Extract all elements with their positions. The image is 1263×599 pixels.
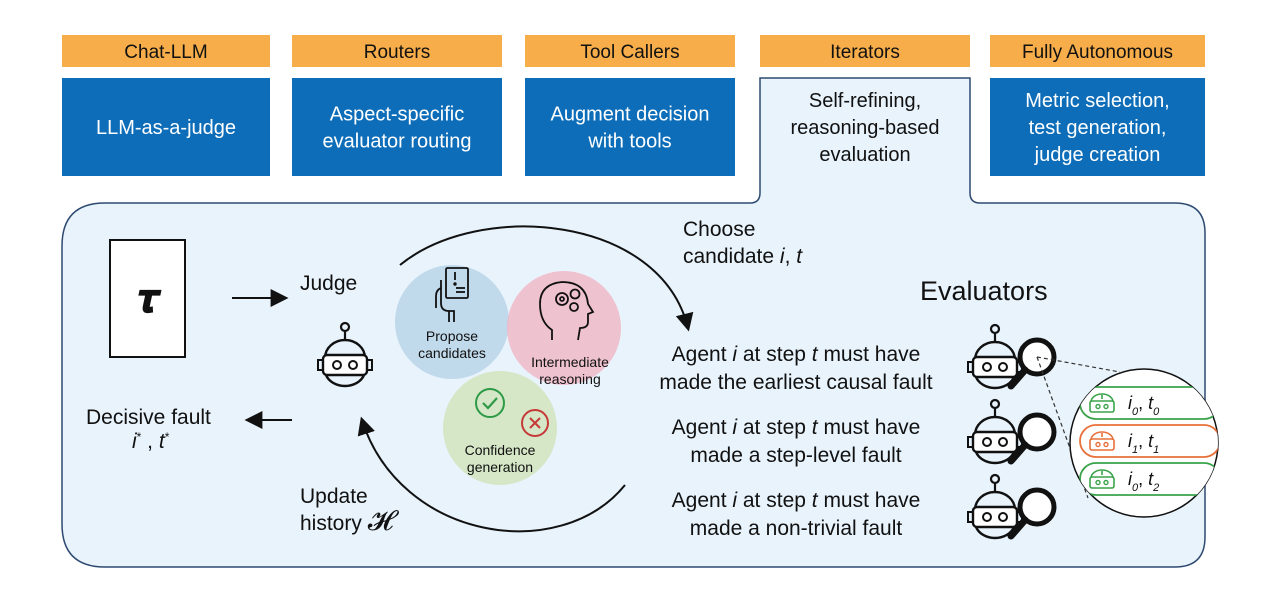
c3-p2: at step [737,489,812,512]
stage-body-fully-autonomous [990,78,1205,176]
cross-circle-icon [521,409,549,437]
c3-p1: Agent [672,489,733,512]
evaluator-3 [966,473,1057,540]
stage-body-chat-llm [62,78,270,176]
history-zoom: i0, t0 i1, t1 i0, t2 [1069,368,1219,518]
evaluators-title: Evaluators [920,276,1048,306]
magnifier-icon [1017,412,1057,452]
c3-i: i [732,489,738,512]
stage-header-chat-llm [62,35,270,67]
choose-line-2: candidate i, t [683,245,803,268]
stage-body-line-chat-llm-1: LLM-as-a-judge [96,117,236,139]
iterators-line-1: Self-refining, [809,90,921,112]
tau-symbol: 𝝉 [136,277,162,321]
evaluator-2 [966,398,1057,465]
c1-i: i [732,343,738,366]
stage-columns: Chat-LLM LLM-as-a-judge RoutersAspect-spec… [62,35,1205,176]
c2-t: t [812,416,819,439]
criterion-1-line-1: Agent i at step t must have [672,343,921,366]
c2-i: i [732,416,738,439]
decisive-t-star: * [165,430,170,444]
stage-header-tool-callers [525,35,735,67]
venn-propose-line-2: candidates [418,345,486,361]
c3-t: t [812,489,819,512]
stage-header-label-chat-llm: Chat-LLM [124,42,207,63]
history-item-2-label: i1, t1 [1128,431,1159,456]
criterion-3-line-2: made a non-trivial fault [690,517,903,540]
venn-confidence-line-2: generation [467,459,533,475]
criterion-1-line-2: made the earliest causal fault [659,371,932,394]
decisive-i-star: * [137,430,142,444]
c1-t: t [812,343,819,366]
venn-confidence-circle [443,371,557,485]
venn-confidence-line-1: Confidence [465,442,536,458]
venn-reasoning-line-2: reasoning [539,371,601,387]
c2-p3: must have [818,416,921,439]
stage-body-line-fully-autonomous-2: test generation, [1029,117,1167,139]
decisive-t: t [159,430,166,453]
arrow-update-history [357,416,626,533]
history-item-3-label: i0, t2 [1128,469,1159,494]
choose-line-1: Choose [683,218,755,241]
decisive-fault-label: Decisive fault [86,406,211,429]
c1-p3: must have [818,343,921,366]
stage-body-routers [292,78,502,176]
stage-body-text-iterators: Self-refining, reasoning-based evaluatio… [791,90,940,166]
stage-header-label-iterators: Iterators [830,42,900,63]
stage-body-tool-callers [525,78,735,176]
zoom-line-bottom [1036,356,1089,499]
venn-propose-circle [395,265,509,379]
judge-title: Judge [300,272,357,295]
iterators-panel [61,77,1206,568]
stage-header-iterators [760,35,970,67]
magnifier-icon [1017,487,1057,527]
venn-propose-line-1: Propose [426,328,478,344]
stage-body-line-routers-1: Aspect-specific [330,104,465,126]
venn-reasoning-circle [507,271,621,385]
check-circle-icon [475,388,505,418]
zoom-line-top [1036,356,1121,373]
iterators-line-3: evaluation [819,144,910,166]
c2-p2: at step [737,416,812,439]
c3-p3: must have [818,489,921,512]
stage-header-routers [292,35,502,67]
decisive-comma: , [141,430,159,453]
stage-body-line-tool-callers-1: Augment decision [551,104,710,126]
c1-p2: at step [737,343,812,366]
criterion-2-line-2: made a step-level fault [690,444,901,467]
document-hand-icon [435,267,469,322]
update-line-1: Update [300,485,368,508]
stage-body-line-routers-2: evaluator routing [323,131,472,153]
choose-comma: , [785,245,797,268]
choose-candidate-text: candidate [683,245,780,268]
choose-t: t [796,245,803,268]
c1-p1: Agent [672,343,733,366]
venn-reasoning-line-1: Intermediate [531,354,609,370]
head-gears-icon [539,281,595,341]
decisive-fault-indices: i* , t* [132,430,170,453]
history-item-2 [1079,424,1218,458]
trajectory-box [109,239,186,358]
arrow-choose-candidate [399,225,694,332]
stage-body-line-fully-autonomous-1: Metric selection, [1025,90,1170,112]
history-item-3 [1079,462,1218,496]
criterion-3-line-1: Agent i at step t must have [672,489,921,512]
stage-header-label-routers: Routers [364,42,431,63]
c2-p1: Agent [672,416,733,439]
stage-header-fully-autonomous [990,35,1205,67]
venn-diagram: Propose candidates Intermediate reasonin… [395,265,621,485]
criteria-list: Agent i at step t must have made the ear… [659,343,932,540]
update-history-text: history [300,512,368,535]
iterators-line-2: reasoning-based [791,117,940,139]
criterion-2-line-1: Agent i at step t must have [672,416,921,439]
stage-header-label-tool-callers: Tool Callers [580,42,679,63]
decisive-i: i [132,430,138,453]
choose-i: i [780,245,786,268]
stage-body-line-tool-callers-2: with tools [587,131,671,153]
stage-body-line-fully-autonomous-3: judge creation [1034,144,1161,166]
history-item-1-label: i0, t0 [1128,393,1160,418]
stage-header-label-fully-autonomous: Fully Autonomous [1022,42,1173,63]
